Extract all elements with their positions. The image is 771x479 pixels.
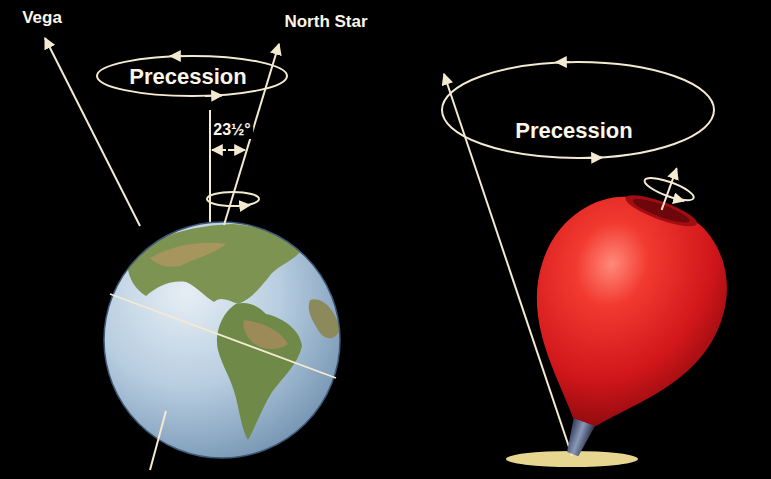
vega-axis-line <box>45 38 140 226</box>
tilt-angle-arrow <box>228 149 245 151</box>
precession-arrow <box>170 55 182 57</box>
top-body <box>496 178 750 455</box>
precession-circle <box>442 62 714 158</box>
spin-circle <box>207 192 259 206</box>
angle-label: 23½° <box>211 121 253 139</box>
label-holder: Precession <box>515 119 632 143</box>
continents <box>128 224 340 440</box>
equator-line <box>110 294 336 378</box>
star-label: North Star <box>284 13 367 32</box>
top-axis <box>662 168 677 209</box>
precession-circle <box>97 56 287 96</box>
south-america <box>217 303 302 440</box>
earth-axis <box>150 44 279 470</box>
south-america-relief <box>243 320 288 349</box>
earth-globe <box>104 222 340 458</box>
top-opening <box>631 195 691 227</box>
label-holder: Precession <box>129 65 246 89</box>
tilt-angle-arrow <box>212 149 226 151</box>
earth-ocean <box>104 222 340 458</box>
earth-outline <box>104 222 340 458</box>
north-america-relief <box>150 243 226 267</box>
earth-precession-cone <box>45 38 287 226</box>
star-label: Vega <box>22 9 62 28</box>
spinning-top <box>484 136 765 479</box>
label-holder: North Star <box>284 13 367 32</box>
precession-arrow <box>205 95 222 98</box>
precession-label: Precession <box>515 119 632 143</box>
spin-circle <box>642 174 696 205</box>
label-holder: Vega <box>22 9 62 28</box>
precession-arrow <box>556 61 570 63</box>
earth-axis-south <box>150 411 166 470</box>
spin-arrow <box>674 198 684 202</box>
precession-label: Precession <box>129 65 246 89</box>
precession-arrow <box>585 157 602 159</box>
north-america <box>128 224 300 304</box>
top-rim <box>622 189 700 232</box>
spin-arrow <box>240 205 250 206</box>
label-holder: 23½° <box>211 121 253 139</box>
